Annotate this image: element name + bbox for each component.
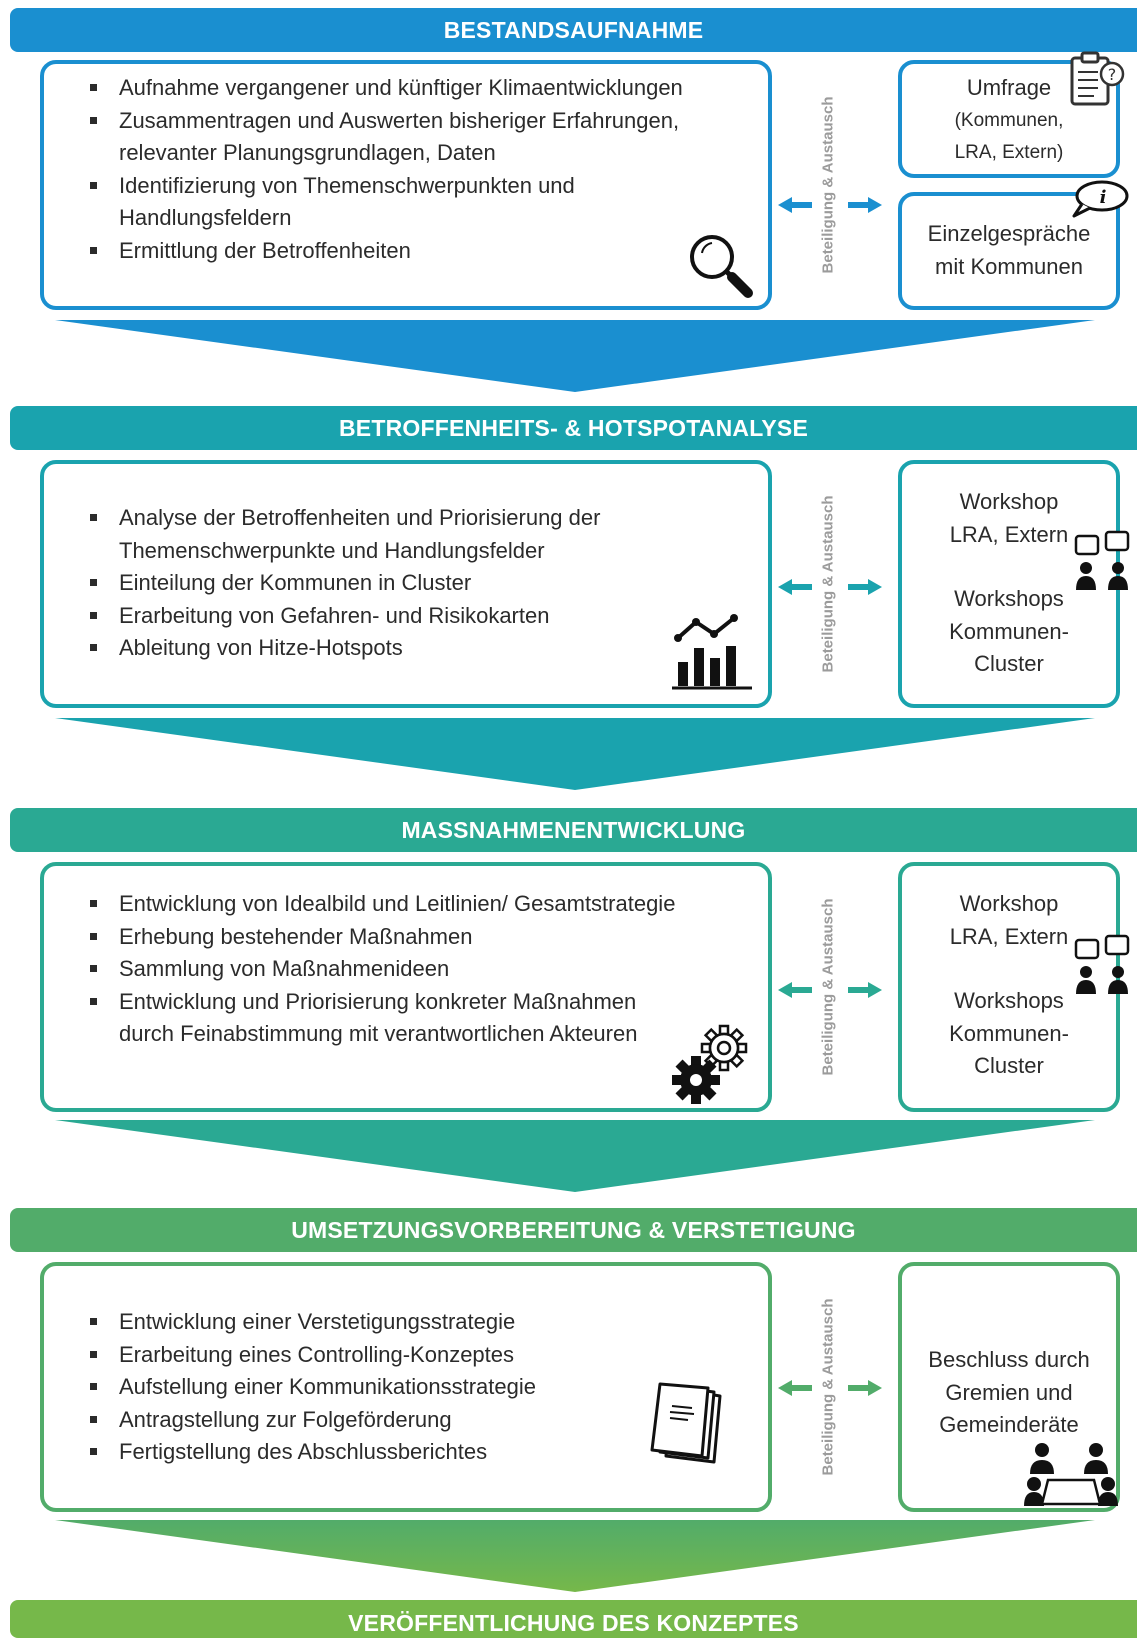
documents-icon	[650, 1382, 722, 1464]
task-item: Ermittlung der Betroffenheiten	[84, 235, 748, 268]
workshop-line: Cluster	[974, 651, 1044, 676]
workshop-line: Workshops	[954, 988, 1064, 1013]
task-item: Aufstellung einer Kommunikationsstrategi…	[84, 1371, 748, 1404]
stage-1-header: BESTANDSAUFNAHME	[10, 8, 1137, 52]
exchange-label-1: Beteiligung & Austausch	[819, 96, 837, 274]
workshop-line: Kommunen-	[949, 1020, 1069, 1046]
svg-text:?: ?	[1108, 65, 1117, 84]
task-item: Erarbeitung von Gefahren- und Risikokart…	[84, 600, 748, 633]
stage-3-task-list: Entwicklung von Idealbild und Leitlinien…	[84, 888, 748, 1051]
interviews-line: Einzelgespräche	[927, 221, 1091, 246]
stage-2-transition-arrow	[55, 718, 1095, 790]
discussion-people-icon	[1074, 530, 1130, 590]
task-item: Fertigstellung des Abschlussberichtes	[84, 1436, 748, 1469]
task-item: Ableitung von Hitze-Hotspots	[84, 632, 748, 665]
workshop-line: LRA, Extern	[949, 521, 1069, 547]
task-item: Identifizierung von Themenschwerpunkten …	[84, 170, 748, 235]
survey-line: (Kommunen,	[954, 109, 1064, 131]
stage-2-title: BETROFFENHEITS- & HOTSPOTANALYSE	[339, 415, 808, 441]
exchange-arrows-4	[778, 1380, 882, 1396]
stage-1-transition-arrow	[55, 320, 1095, 392]
stage-4-header: UMSETZUNGSVORBEREITUNG & VERSTETIGUNG	[10, 1208, 1137, 1252]
workshop-line: Kommunen-	[949, 618, 1069, 644]
resolution-line: Gemeinderäte	[939, 1412, 1079, 1437]
svg-text:i: i	[1100, 187, 1107, 208]
stage-5-title: VERÖFFENTLICHUNG DES KONZEPTES	[348, 1610, 799, 1636]
task-item: Analyse der Betroffenheiten und Priorisi…	[84, 502, 748, 567]
resolution-line: Beschluss durch	[928, 1347, 1090, 1372]
survey-text: Umfrage (Kommunen, LRA, Extern)	[902, 72, 1116, 170]
survey-line: Umfrage	[966, 75, 1052, 100]
task-item: Einteilung der Kommunen in Cluster	[84, 567, 748, 600]
task-item: Zusammentragen und Auswerten bisheriger …	[84, 105, 748, 170]
workshop-line: Workshop	[959, 891, 1059, 916]
stage-3-header: MASSNAHMENENTWICKLUNG	[10, 808, 1137, 852]
stage-3-tasks-box: Entwicklung von Idealbild und Leitlinien…	[40, 862, 772, 1112]
workshop-line: LRA, Extern	[949, 923, 1069, 949]
task-item: Entwicklung von Idealbild und Leitlinien…	[84, 888, 748, 921]
stage-4-transition-arrow	[55, 1520, 1095, 1592]
task-item: Erarbeitung eines Controlling-Konzeptes	[84, 1339, 748, 1372]
task-item: Antragstellung zur Folgeförderung	[84, 1404, 748, 1437]
workshop-line: Cluster	[974, 1053, 1044, 1078]
interviews-text: Einzelgespräche mit Kommunen	[902, 218, 1116, 283]
stage-2-tasks-box: Analyse der Betroffenheiten und Priorisi…	[40, 460, 772, 708]
stage-2-task-list: Analyse der Betroffenheiten und Priorisi…	[84, 502, 748, 665]
workshops-text-2: Workshop LRA, Extern Workshops Kommunen-…	[902, 486, 1116, 681]
resolution-line: Gremien und	[945, 1379, 1073, 1405]
workshops-text-3: Workshop LRA, Extern Workshops Kommunen-…	[902, 888, 1116, 1083]
clipboard-question-icon: ?	[1070, 51, 1125, 106]
resolution-box: Beschluss durch Gremien und Gemeinderäte	[898, 1262, 1120, 1512]
gears-icon	[672, 1024, 748, 1104]
exchange-arrows-3	[778, 982, 882, 998]
task-item: Aufnahme vergangener und künftiger Klima…	[84, 72, 748, 105]
workshop-line: Workshops	[954, 586, 1064, 611]
survey-line: LRA, Extern)	[954, 142, 1064, 163]
exchange-arrows-1	[778, 197, 882, 213]
task-item: Entwicklung und Priorisierung konkreter …	[84, 986, 748, 1051]
bar-chart-trend-icon	[672, 614, 752, 690]
stage-1-title: BESTANDSAUFNAHME	[443, 17, 704, 43]
stage-2-header: BETROFFENHEITS- & HOTSPOTANALYSE	[10, 406, 1137, 450]
stage-1-tasks-box: Aufnahme vergangener und künftiger Klima…	[40, 60, 772, 310]
exchange-arrows-2	[778, 579, 882, 595]
resolution-text: Beschluss durch Gremien und Gemeinderäte	[902, 1344, 1116, 1442]
task-item: Sammlung von Maßnahmenideen	[84, 953, 748, 986]
stage-5-header: VERÖFFENTLICHUNG DES KONZEPTES	[10, 1600, 1137, 1638]
discussion-people-icon	[1074, 934, 1130, 994]
stage-4-tasks-box: Entwicklung einer Verstetigungsstrategie…	[40, 1262, 772, 1512]
stage-4-task-list: Entwicklung einer Verstetigungsstrategie…	[84, 1306, 748, 1469]
workshop-line: Workshop	[959, 489, 1059, 514]
stage-3-title: MASSNAHMENENTWICKLUNG	[401, 817, 746, 843]
stage-4-title: UMSETZUNGSVORBEREITUNG & VERSTETIGUNG	[291, 1217, 856, 1243]
task-item: Entwicklung einer Verstetigungsstrategie	[84, 1306, 748, 1339]
task-item: Erhebung bestehender Maßnahmen	[84, 921, 748, 954]
stage-1-task-list: Aufnahme vergangener und künftiger Klima…	[84, 72, 748, 267]
meeting-table-icon	[1024, 1443, 1118, 1506]
magnifier-icon	[690, 235, 753, 298]
interviews-line: mit Kommunen	[935, 253, 1083, 279]
info-speech-bubble-icon: i	[1072, 180, 1129, 218]
stage-3-transition-arrow	[55, 1120, 1095, 1192]
